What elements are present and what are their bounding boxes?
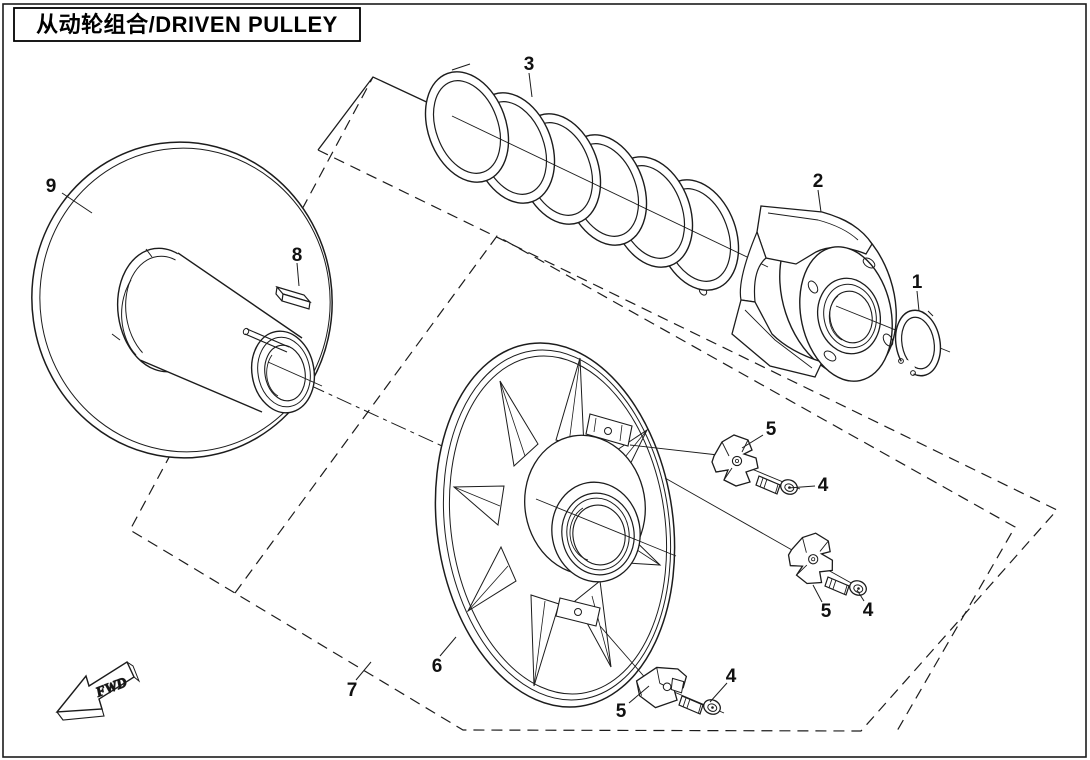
part-4-screw-bottom <box>678 695 724 718</box>
callout-4-middle: 4 <box>863 600 874 621</box>
diagram-border <box>2 3 1087 758</box>
part-6-movable-sheave <box>434 342 677 708</box>
part-3-spring <box>424 63 740 296</box>
page-title: 从动轮组合/DRIVEN PULLEY <box>36 12 338 37</box>
leader-lines <box>61 72 920 704</box>
callout-9: 9 <box>46 176 57 197</box>
part-9-fixed-sheave <box>31 141 333 459</box>
part-8-key <box>275 285 312 310</box>
callout-5-bottom: 5 <box>616 701 627 722</box>
part-4-screw-top <box>755 475 801 498</box>
boundary-inner-dashed <box>234 235 1016 732</box>
title-box: 从动轮组合/DRIVEN PULLEY <box>13 7 361 42</box>
boundary-top-corner <box>317 76 434 151</box>
callout-8: 8 <box>292 245 303 266</box>
callout-7: 7 <box>347 680 358 701</box>
callout-3: 3 <box>524 54 535 75</box>
callout-4-bottom: 4 <box>726 666 737 687</box>
callout-1: 1 <box>912 272 923 293</box>
fwd-arrow: FWD <box>55 660 141 721</box>
part-2-cam-plate <box>731 205 897 382</box>
part-1-snap-ring <box>894 309 942 378</box>
callout-2: 2 <box>813 171 824 192</box>
callout-4-top: 4 <box>818 475 829 496</box>
callout-5-middle: 5 <box>821 601 832 622</box>
spring-axis-line <box>451 115 769 268</box>
callout-6: 6 <box>432 656 443 677</box>
callout-5-top: 5 <box>766 419 777 440</box>
